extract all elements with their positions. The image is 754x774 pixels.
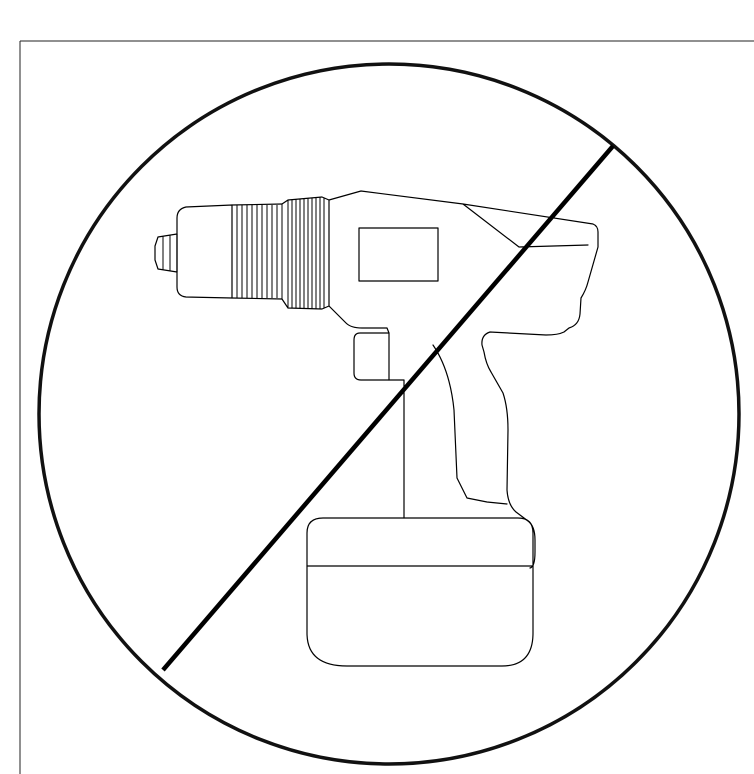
drill-handle (432, 344, 508, 505)
drill-label-window (358, 227, 439, 282)
drill-battery (306, 517, 534, 667)
drill-chuck-tip (154, 233, 178, 273)
drill-trigger (353, 332, 390, 381)
page-frame (19, 40, 754, 774)
drill-motor-cap (462, 203, 589, 248)
prohibition-slash (161, 144, 615, 672)
drill-chuck-grip (231, 203, 283, 300)
prohibition-ring (37, 62, 741, 766)
drill-collar (281, 196, 330, 310)
drill-icon (154, 190, 599, 667)
drill-chuck (176, 204, 233, 299)
